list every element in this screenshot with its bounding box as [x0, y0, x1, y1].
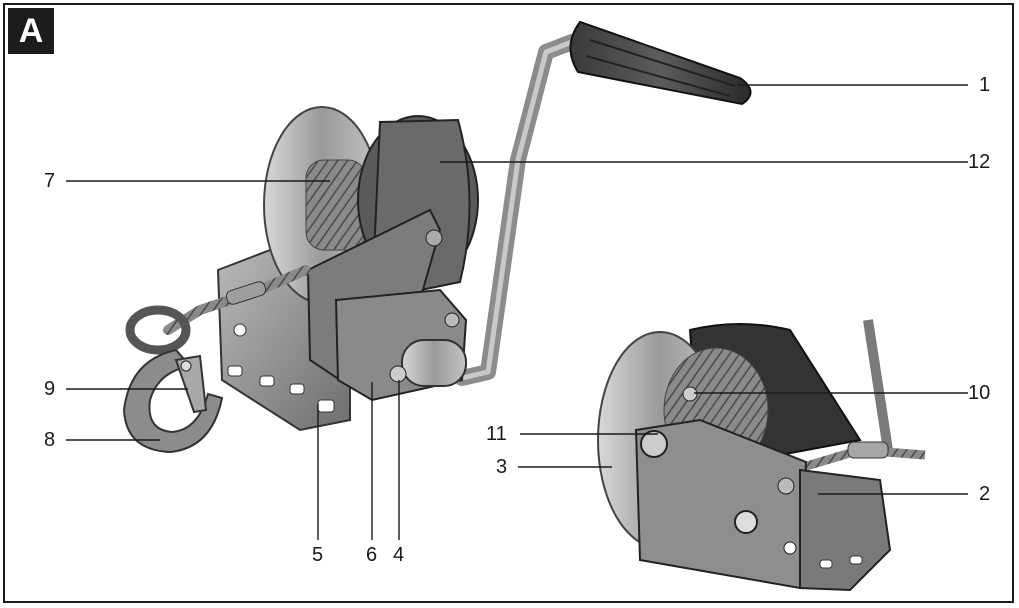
main-winch [122, 20, 752, 454]
side-plate-bolt [425, 229, 443, 247]
drum-cable [305, 159, 367, 251]
callout-10: 10 [968, 382, 991, 404]
shaft-nut [389, 365, 407, 383]
figure-border [3, 3, 1014, 603]
leader-lines [66, 84, 968, 540]
inset-pawl-bolt [682, 386, 698, 402]
callout-3: 3 [496, 456, 508, 478]
callout-9: 9 [44, 378, 56, 400]
callout-8: 8 [44, 429, 56, 451]
callout-7: 7 [44, 170, 56, 192]
callout-6: 6 [366, 544, 378, 566]
hook [122, 305, 224, 454]
callout-12: 12 [968, 151, 991, 173]
callout-11: 11 [486, 423, 507, 445]
callout-4: 4 [393, 544, 405, 566]
figure-badge: A [8, 8, 54, 54]
callout-2: 2 [979, 483, 991, 505]
drive-shaft [401, 339, 467, 387]
handle-grip [569, 20, 752, 106]
callout-1: 1 [979, 74, 991, 96]
inset-winch [597, 319, 926, 592]
callout-5: 5 [312, 544, 324, 566]
